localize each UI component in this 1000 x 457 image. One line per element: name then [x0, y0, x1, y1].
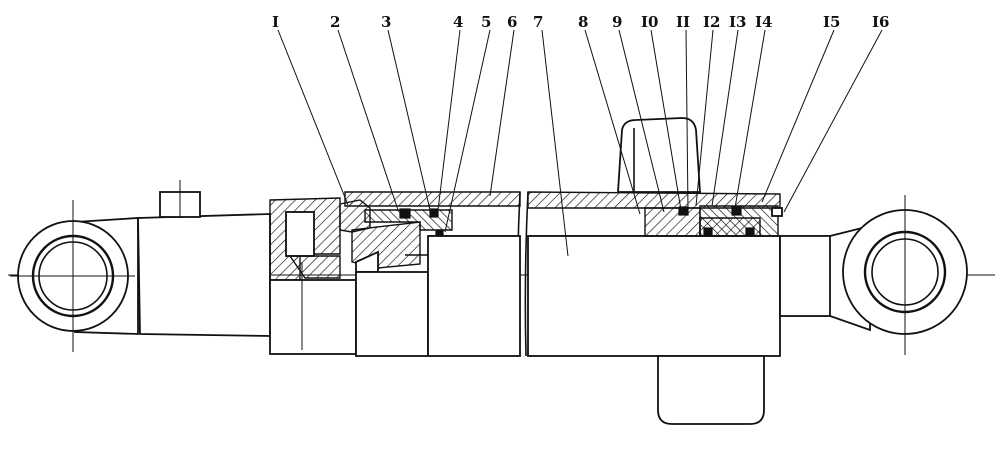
callout-12: I2: [703, 13, 720, 31]
top-lug: [617, 117, 701, 193]
callout-16: I6: [872, 13, 889, 31]
rear-flange: [269, 197, 357, 355]
callout-1: I: [272, 13, 279, 31]
callout-15: I5: [823, 13, 840, 31]
callout-labels: I 2 3 4 5 6 7 8 9 I0 II I2 I3 I4 I5 I6: [272, 13, 889, 31]
callout-13: I3: [729, 13, 746, 31]
leader-lines: [277, 29, 883, 257]
left-rod-eye: [10, 200, 139, 352]
callout-11: II: [676, 13, 690, 31]
callout-10: I0: [641, 13, 658, 31]
callout-4: 4: [453, 13, 463, 31]
callout-9: 9: [612, 13, 622, 31]
front-gland: [644, 205, 783, 237]
piston-rod: [427, 235, 841, 357]
callout-5: 5: [481, 13, 491, 31]
callout-14: I4: [755, 13, 772, 31]
piston-assembly: [339, 199, 453, 357]
callout-3: 3: [381, 13, 391, 31]
bottom-lug: [657, 355, 765, 425]
callout-7: 7: [533, 13, 543, 31]
right-rod-eye: [829, 195, 968, 355]
callout-8: 8: [578, 13, 588, 31]
callout-2: 2: [330, 13, 340, 31]
callout-6: 6: [507, 13, 517, 31]
cylinder-base: [137, 180, 271, 337]
